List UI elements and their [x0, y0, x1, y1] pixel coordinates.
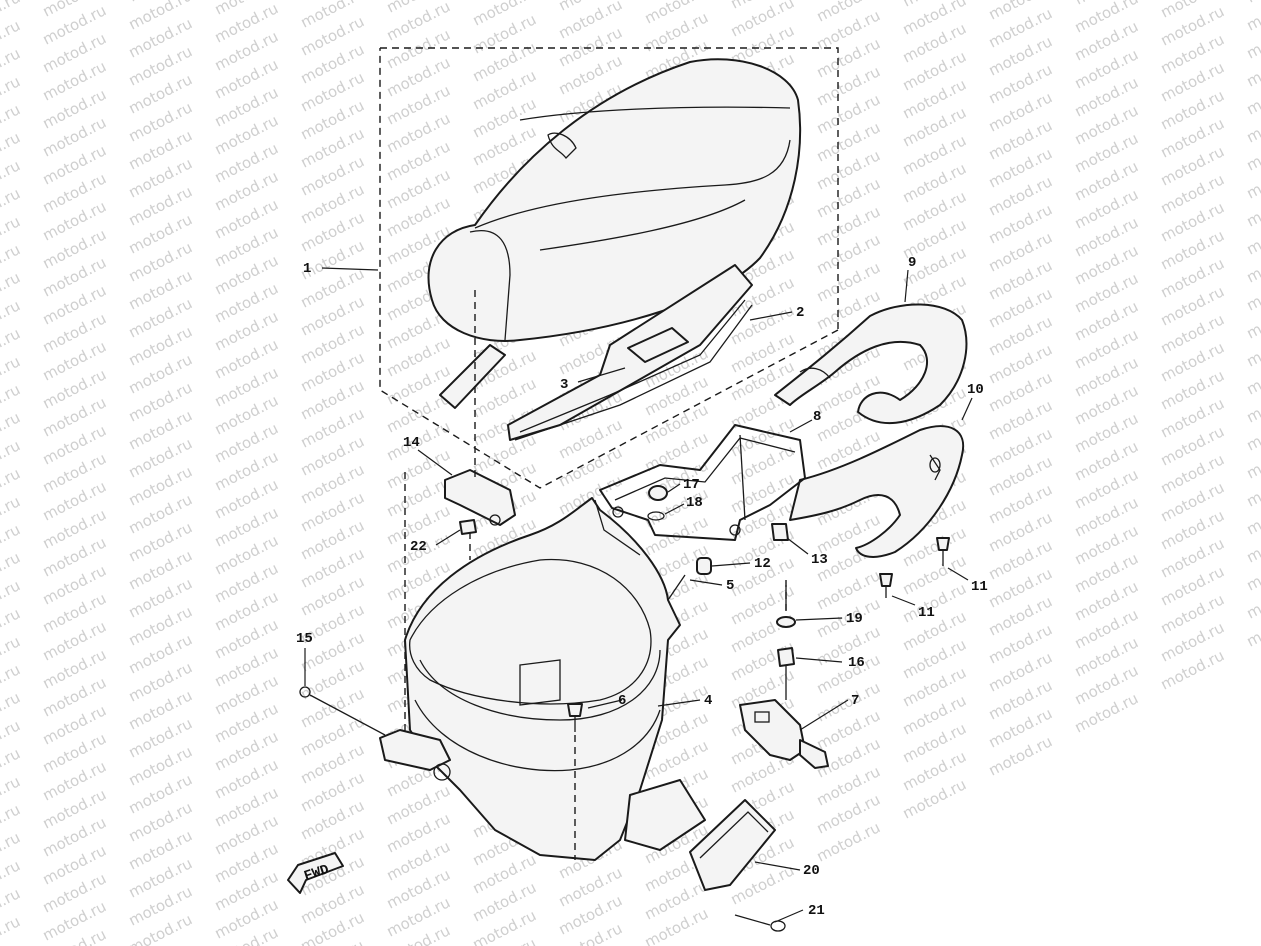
rear-carrier [774, 303, 968, 425]
storage-box [379, 497, 706, 861]
callout-labels: 1 2 3 4 5 6 7 8 9 10 11 11 12 13 14 15 1… [296, 255, 988, 919]
callout-22: 22 [410, 539, 427, 555]
fwd-arrow: FWD [287, 852, 344, 894]
seat-assembly-dashed-box [379, 47, 839, 489]
cover-plate [689, 799, 786, 932]
fwd-label: FWD [302, 862, 331, 885]
watermark-text: motod.ru [0, 912, 23, 946]
callout-21: 21 [808, 903, 825, 919]
screws [299, 537, 950, 736]
watermark-text: motod.ru [1244, 0, 1261, 7]
callout-18: 18 [686, 495, 703, 511]
callout-11-right: 11 [971, 579, 988, 595]
callout-10: 10 [967, 382, 984, 398]
callout-4: 4 [704, 693, 712, 709]
callout-6: 6 [618, 693, 626, 709]
callout-19: 19 [846, 611, 863, 627]
seat [427, 58, 802, 441]
seat-lock [739, 585, 829, 769]
callout-13: 13 [811, 552, 828, 568]
seat-lock-frame [599, 424, 806, 541]
callout-16: 16 [848, 655, 865, 671]
callout-14: 14 [403, 435, 420, 451]
callout-11-left: 11 [918, 605, 935, 621]
bracket-14 [444, 469, 516, 535]
callout-3: 3 [560, 377, 568, 393]
callout-2: 2 [796, 305, 804, 321]
callout-9: 9 [908, 255, 916, 271]
callout-7: 7 [851, 693, 859, 709]
leader-lines [304, 267, 973, 923]
callout-17: 17 [683, 477, 700, 493]
callout-1: 1 [303, 261, 311, 277]
callout-5: 5 [726, 578, 734, 594]
callout-8: 8 [813, 409, 821, 425]
callout-20: 20 [803, 863, 820, 879]
rear-cover [789, 425, 965, 558]
callout-15: 15 [296, 631, 313, 647]
callout-12: 12 [754, 556, 771, 572]
